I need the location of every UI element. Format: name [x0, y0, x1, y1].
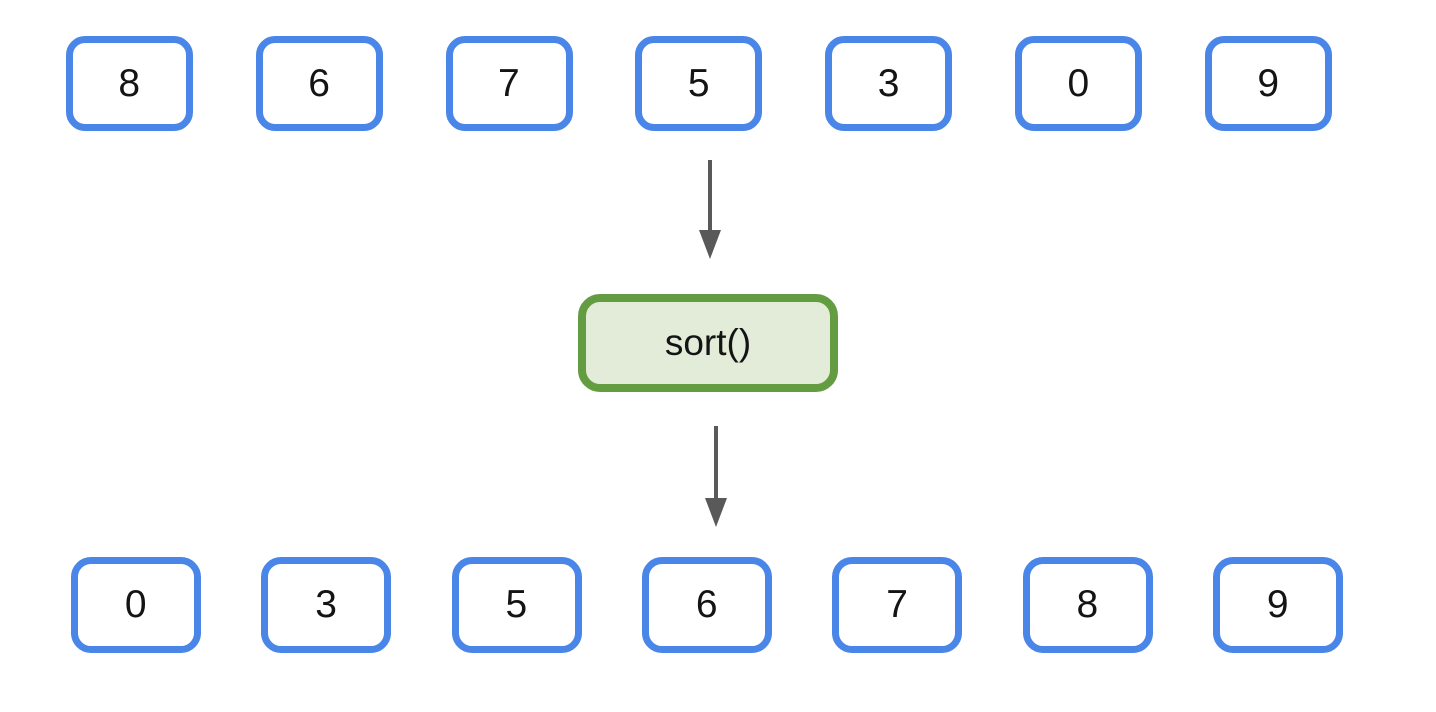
array-element-value: 0: [1067, 61, 1090, 105]
array-element-value: 5: [687, 61, 711, 105]
array-element-value: 8: [1076, 583, 1099, 626]
array-element-box: 0: [1015, 36, 1143, 131]
arrow-head: [699, 230, 721, 259]
array-element-value: 7: [886, 583, 909, 626]
array-element-value: 9: [1257, 61, 1280, 105]
array-element-box: 7: [445, 36, 573, 131]
array-element-box: 5: [451, 557, 582, 653]
array-element-box: 3: [825, 36, 953, 131]
array-element-box: 9: [1212, 557, 1343, 653]
array-element-box: 5: [635, 36, 763, 131]
array-element-box: 8: [66, 36, 193, 131]
arrow-shaft: [714, 426, 718, 498]
arrow-down-icon: [698, 160, 722, 259]
array-element-value: 7: [498, 61, 521, 105]
array-element-box: 6: [641, 557, 772, 653]
array-element-box: 7: [832, 557, 963, 653]
array-element-box: 0: [71, 557, 201, 653]
array-element-box: 3: [261, 557, 392, 653]
array-element-value: 5: [505, 583, 528, 626]
array-element-value: 8: [118, 61, 141, 105]
arrow-shaft: [708, 160, 712, 230]
array-element-value: 9: [1266, 583, 1290, 626]
array-element-value: 6: [308, 61, 331, 105]
unsorted-array-row: 8 6 7 5 3 0 9: [66, 36, 1332, 131]
array-element-value: 3: [315, 583, 338, 626]
array-element-value: 0: [124, 583, 148, 626]
arrow-down-icon: [704, 426, 728, 527]
array-element-box: 9: [1204, 36, 1332, 131]
sort-operation-box: sort(): [578, 294, 838, 392]
array-element-box: 6: [255, 36, 383, 131]
sorted-array-row: 0 3 5 6 7 8 9: [71, 557, 1343, 653]
arrow-head: [705, 498, 727, 527]
array-element-box: 8: [1022, 557, 1153, 653]
sort-operation-label: sort(): [664, 322, 752, 363]
array-element-value: 3: [877, 61, 900, 105]
array-element-value: 6: [695, 583, 719, 626]
